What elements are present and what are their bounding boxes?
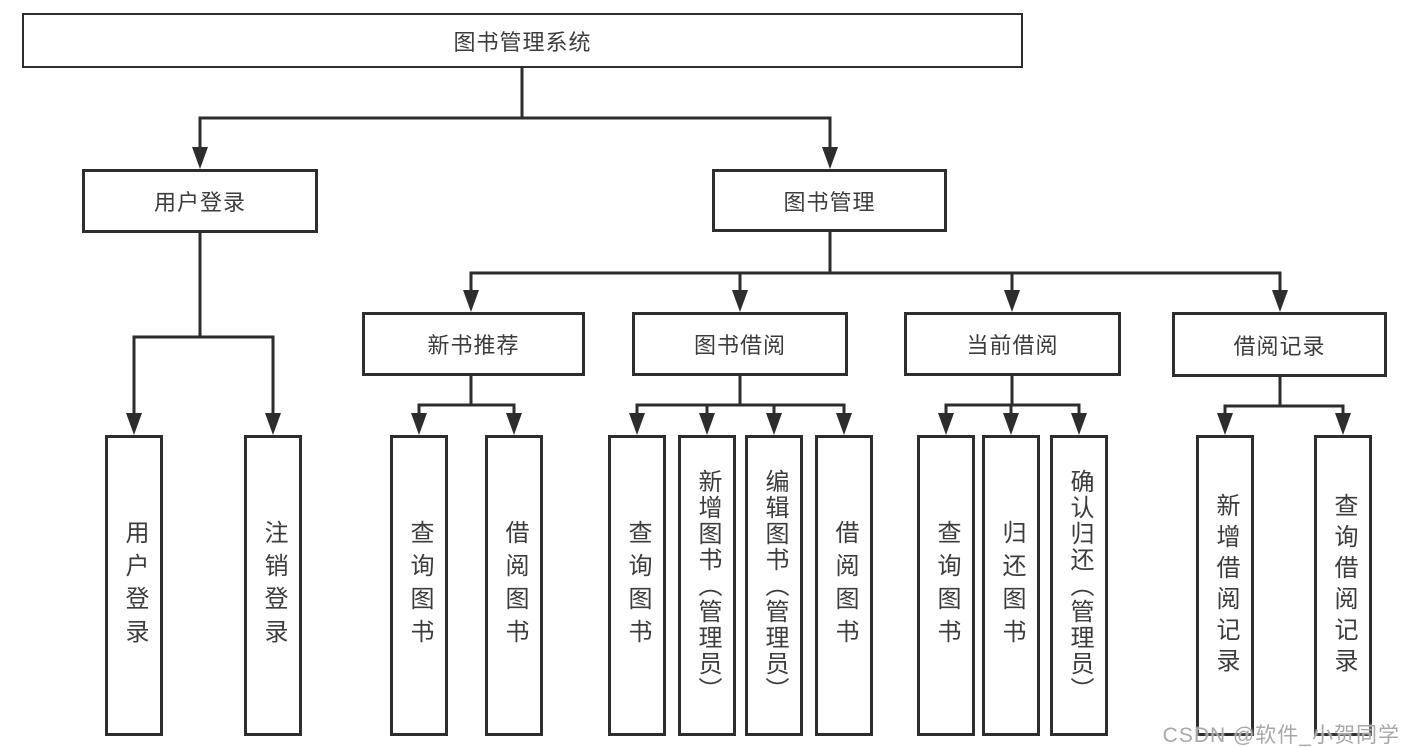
- node-label: 当前借阅: [966, 333, 1059, 358]
- leaf-query-books-current: 查询图书: [917, 435, 975, 736]
- leaf-label: 用户登录: [121, 519, 148, 652]
- node-label: 图书管理系统: [453, 29, 592, 55]
- leaf-label: 查询图书: [406, 519, 433, 652]
- leaf-add-borrow-record: 新增借阅记录: [1196, 435, 1254, 736]
- leaf-label: 查询借阅记录: [1330, 492, 1357, 679]
- watermark-text: CSDN @软件_小贺同学: [1162, 724, 1400, 747]
- node-library-management-system: 图书管理系统: [22, 13, 1023, 68]
- leaf-edit-book-admin: 编辑图书（管理员）: [745, 435, 803, 736]
- node-label: 新书推荐: [427, 333, 520, 358]
- node-label: 用户登录: [153, 190, 246, 215]
- node-book-borrowing: 图书借阅: [632, 312, 848, 376]
- leaf-query-books-recommend: 查询图书: [390, 435, 448, 736]
- leaf-borrow-books-recommend: 借阅图书: [485, 435, 543, 736]
- leaf-return-books: 归还图书: [982, 435, 1040, 736]
- node-label: 图书借阅: [693, 333, 786, 358]
- node-label: 图书管理: [783, 189, 876, 215]
- leaf-logout-login: 注销登录: [244, 435, 302, 736]
- leaf-label: 确认归还（管理员）: [1066, 468, 1093, 703]
- leaf-label: 借阅图书: [831, 519, 858, 652]
- leaf-borrow-books: 借阅图书: [815, 435, 873, 736]
- leaf-label: 注销登录: [260, 519, 287, 652]
- leaf-user-login: 用户登录: [105, 435, 163, 736]
- node-book-management: 图书管理: [712, 169, 947, 232]
- leaf-label: 查询图书: [624, 519, 651, 652]
- leaf-label: 新增图书（管理员）: [694, 468, 721, 703]
- leaf-label: 归还图书: [998, 519, 1025, 652]
- leaf-query-borrow-record: 查询借阅记录: [1314, 435, 1372, 736]
- node-user-login: 用户登录: [82, 169, 318, 233]
- leaf-query-books-borrow: 查询图书: [608, 435, 666, 736]
- node-borrowing-records: 借阅记录: [1172, 312, 1387, 377]
- connector-lines: [132, 66, 1345, 417]
- leaf-label: 借阅图书: [501, 519, 528, 652]
- node-new-book-recommendation: 新书推荐: [362, 312, 585, 376]
- leaf-label: 查询图书: [933, 519, 960, 652]
- arrowheads: [126, 147, 1351, 435]
- node-label: 借阅记录: [1233, 333, 1326, 359]
- leaf-label: 新增借阅记录: [1212, 492, 1239, 679]
- leaf-add-book-admin: 新增图书（管理员）: [678, 435, 736, 736]
- node-current-borrowing: 当前借阅: [904, 312, 1121, 376]
- leaf-confirm-return-admin: 确认归还（管理员）: [1050, 435, 1108, 736]
- leaf-label: 编辑图书（管理员）: [761, 468, 788, 703]
